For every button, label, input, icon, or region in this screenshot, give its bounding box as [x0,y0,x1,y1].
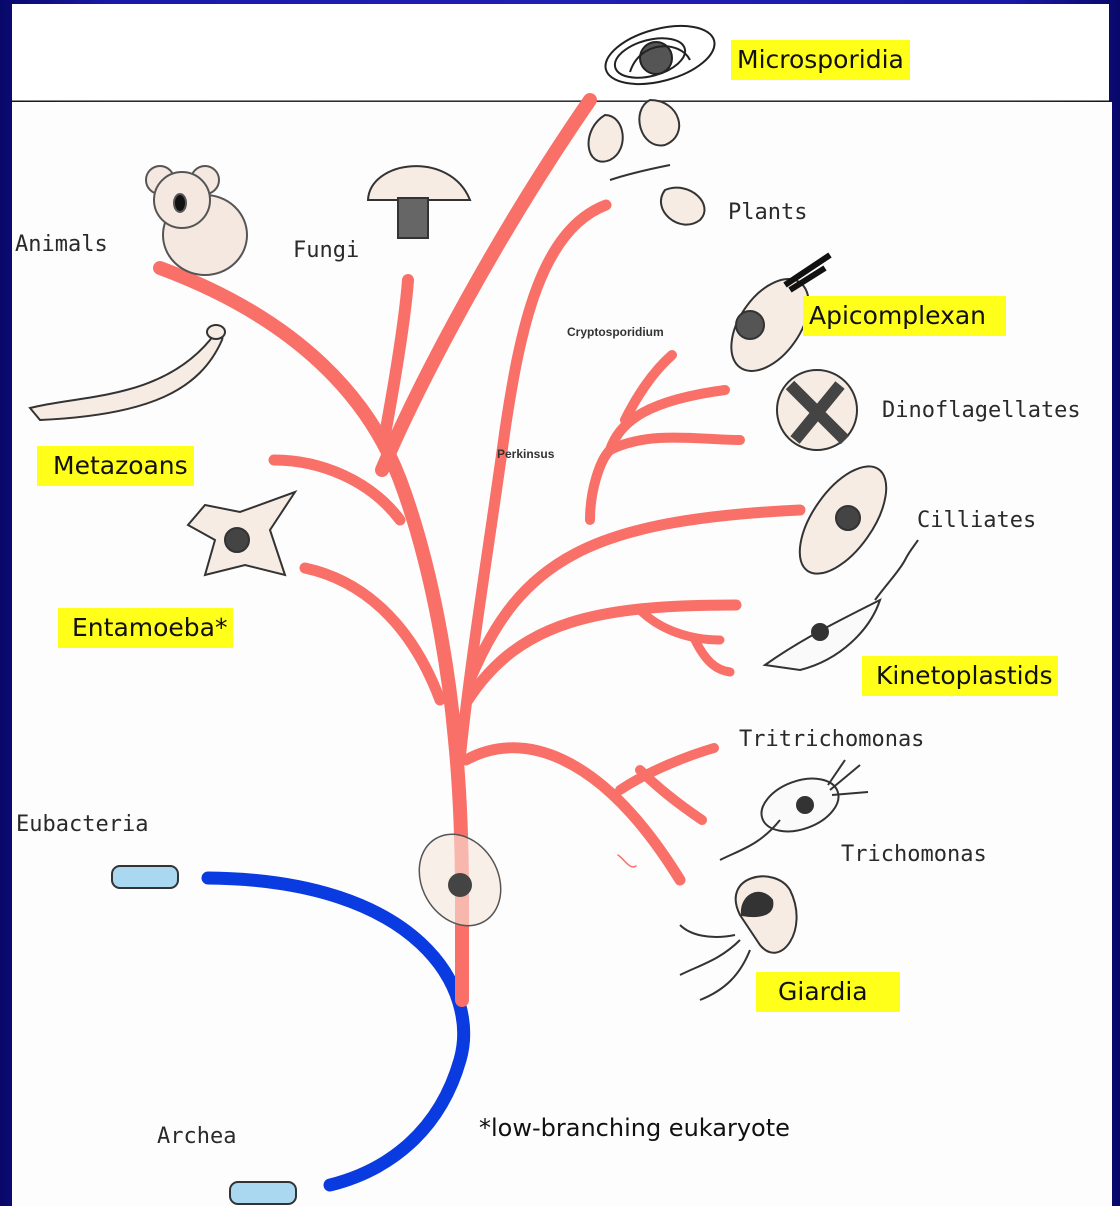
kinetoplastids-label: Kinetoplastids [862,656,1058,696]
entamoeba-icon [188,492,295,575]
trichomonas-label: Trichomonas [841,842,987,867]
tritrichomonas-label: Tritrichomonas [739,727,924,752]
branch-lower [466,748,680,880]
archea-icon [230,1182,296,1204]
eubacteria-icon [112,866,178,888]
branch-alveolates [470,510,800,680]
microsporidia-icon [599,15,721,94]
worm-icon [30,325,225,420]
branch-small [618,855,636,867]
fungi-label: Fungi [293,238,359,263]
microsporidia-label: Microsporidia [731,40,910,80]
branch-tritrichomonas [620,748,714,790]
fungi-icon [368,166,470,238]
dinoflagellates-label: Dinoflagellates [882,398,1081,423]
apicomplexan-label: Apicomplexan [803,296,1006,336]
giardia-label: Giardia [756,972,900,1012]
perkinsus-label: Perkinsus [497,447,554,461]
branch-trichomonas [640,770,702,820]
koala-icon [146,166,247,275]
entamoeba-label: Entamoeba* [58,608,233,648]
archea-label: Archea [157,1124,236,1149]
branch-entamoeba [305,568,440,700]
dinoflagellates-icon [777,370,857,450]
cryptosporidium-label: Cryptosporidium [567,325,664,339]
prokaryote-branch [208,878,464,1185]
branch-kineto-sub2 [695,640,730,672]
metazoans-label: Metazoans [37,446,194,486]
footnote: *low-branching eukaryote [479,1114,790,1142]
animals-label: Animals [15,232,108,257]
plants-label: Plants [728,200,807,225]
cilliates-label: Cilliates [917,508,1036,533]
ancestor-cell-icon [403,819,517,940]
branch-kineto-sub [640,610,720,640]
eubacteria-label: Eubacteria [16,812,148,837]
cilliates-icon [783,452,903,588]
